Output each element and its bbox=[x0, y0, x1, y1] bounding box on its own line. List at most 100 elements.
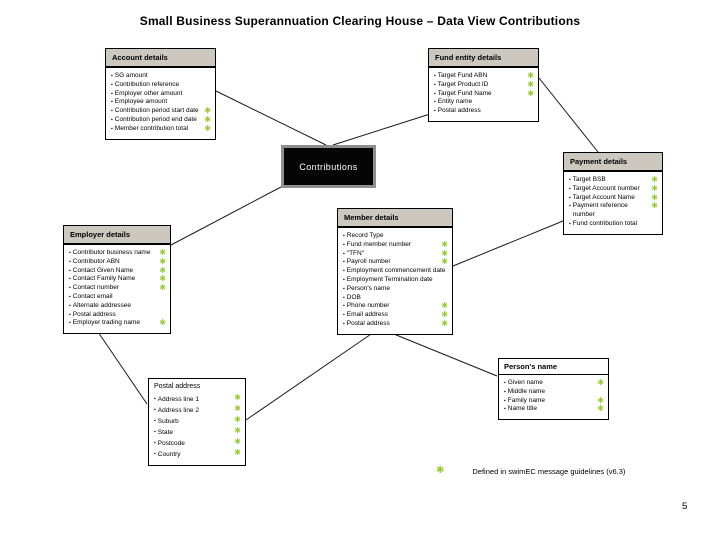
defined-marker-icon: ✱ bbox=[527, 71, 534, 80]
item-label: Phone number bbox=[346, 302, 390, 310]
list-item: Given name✱ bbox=[504, 378, 604, 388]
entity-box-header: Fund entity details bbox=[429, 49, 538, 68]
connector-member-person bbox=[383, 329, 498, 377]
item-label: Address line 1 bbox=[157, 396, 199, 403]
item-label: Family name bbox=[507, 396, 545, 404]
item-label: Contact email bbox=[72, 292, 113, 300]
defined-marker-icon: ✱ bbox=[234, 426, 241, 435]
defined-marker-icon: ✱ bbox=[436, 465, 445, 476]
list-item: Phone number✱ bbox=[343, 302, 448, 311]
list-item: Address line 1 ✱ bbox=[154, 393, 241, 405]
item-label: Contact Family Name bbox=[72, 275, 136, 283]
entity-item-list: Address line 1✱Address line 2✱Suburb✱Sta… bbox=[149, 390, 245, 465]
item-label: Address line 2 bbox=[157, 407, 199, 414]
item-label: Fund contribution total bbox=[572, 219, 638, 227]
item-label: Fund member number bbox=[346, 240, 412, 248]
entity-box-fund-entity-details: Fund entity details Target Fund ABN✱Targ… bbox=[428, 48, 539, 122]
list-item: Member contribution total✱ bbox=[111, 123, 211, 134]
defined-marker-icon: ✱ bbox=[441, 239, 448, 249]
defined-marker-icon: ✱ bbox=[651, 201, 658, 211]
entity-box-header: Postal address bbox=[149, 379, 245, 390]
connector-payment-member bbox=[452, 220, 564, 267]
entity-box-header: Payment details bbox=[564, 153, 662, 172]
list-item: Target Fund ABN✱ bbox=[434, 71, 534, 81]
item-label: Contribution reference bbox=[114, 80, 180, 88]
entity-box-payment-details: Payment details Target BSB✱Target Accoun… bbox=[563, 152, 663, 235]
item-label: Entity name bbox=[437, 98, 473, 106]
entity-box-header: Employer details bbox=[64, 226, 170, 245]
connector-account-contributions bbox=[215, 90, 327, 146]
list-item: Employment commencement date bbox=[343, 267, 448, 276]
defined-marker-icon: ✱ bbox=[597, 378, 604, 387]
item-label: Employer other amount bbox=[114, 89, 183, 97]
item-label: Alternate addressee bbox=[72, 301, 131, 309]
defined-marker-icon: ✱ bbox=[527, 79, 534, 89]
list-item: Target Product ID ✱ bbox=[434, 79, 534, 90]
item-label: Contributor business name bbox=[72, 249, 151, 256]
entity-item-list: Target BSB✱Target Account number✱Target … bbox=[564, 172, 662, 234]
item-label: Employee amount bbox=[114, 98, 168, 106]
list-item: Target Fund Name ✱ bbox=[434, 88, 534, 99]
item-label: Postcode bbox=[157, 440, 185, 447]
item-label: Contribution period end date bbox=[114, 115, 197, 123]
list-item: Employee amount bbox=[111, 98, 211, 107]
connector-member-postal bbox=[245, 329, 378, 421]
item-label: Postal address bbox=[346, 319, 390, 327]
list-item: Contact number✱ bbox=[69, 283, 166, 293]
defined-marker-icon: ✱ bbox=[234, 393, 241, 402]
list-item: Fund contribution total bbox=[569, 220, 658, 229]
list-item: Name title✱ bbox=[504, 405, 604, 414]
defined-marker-icon: ✱ bbox=[651, 183, 658, 193]
list-item: Suburb ✱ bbox=[154, 415, 241, 427]
item-label: Person's name bbox=[346, 284, 390, 292]
entity-item-list: Record TypeFund member number✱"TFN"✱Payr… bbox=[338, 228, 452, 334]
item-label: Employer trading name bbox=[72, 319, 140, 327]
item-label: Postal address bbox=[437, 107, 481, 115]
item-label: Target Product ID bbox=[437, 80, 489, 88]
defined-marker-icon: ✱ bbox=[159, 274, 166, 284]
entity-box-account-details: Account details SG amountContribution re… bbox=[105, 48, 216, 140]
list-item: Country ✱ bbox=[154, 448, 241, 460]
defined-marker-icon: ✱ bbox=[441, 310, 448, 320]
item-label: Contact Given Name bbox=[72, 266, 134, 274]
item-label: Contribution period start date bbox=[114, 107, 199, 115]
list-item: SG amount bbox=[111, 72, 211, 81]
defined-marker-icon: ✱ bbox=[527, 88, 534, 98]
list-item: Postcode✱ bbox=[154, 437, 241, 449]
list-item: Payroll number✱ bbox=[343, 258, 448, 267]
list-item: Contribution reference bbox=[111, 81, 211, 90]
list-item: Postal address bbox=[69, 311, 166, 320]
item-label: Record Type bbox=[346, 232, 384, 239]
list-item: Middle name bbox=[504, 388, 604, 397]
defined-marker-icon: ✱ bbox=[597, 404, 604, 414]
item-label: Email address bbox=[346, 311, 388, 319]
list-item: Email address ✱ bbox=[343, 310, 448, 320]
list-item: Postal address ✱ bbox=[343, 318, 448, 329]
entity-box-header: Member details bbox=[338, 209, 452, 228]
item-label: Target Fund Name bbox=[437, 89, 492, 97]
defined-marker-icon: ✱ bbox=[441, 318, 448, 328]
defined-marker-icon: ✱ bbox=[159, 256, 166, 266]
list-item: Entity name bbox=[434, 98, 534, 107]
defined-marker-icon: ✱ bbox=[159, 283, 166, 293]
list-item: Postal address bbox=[434, 107, 534, 116]
entity-box-employer-details: Employer details Contributor business na… bbox=[63, 225, 171, 335]
defined-marker-icon: ✱ bbox=[234, 415, 241, 424]
entity-box-postal-address: Postal address Address line 1✱Address li… bbox=[148, 378, 246, 466]
list-item: Alternate addressee bbox=[69, 302, 166, 311]
item-label: Suburb bbox=[157, 418, 179, 425]
list-item: Contribution period end date✱ bbox=[111, 115, 211, 125]
item-label: Payroll number bbox=[346, 258, 391, 266]
list-item: Fund member number ✱ bbox=[343, 239, 448, 250]
item-label: Target Account number bbox=[572, 184, 640, 192]
defined-marker-icon: ✱ bbox=[234, 448, 241, 457]
entity-box-header: Person's name bbox=[499, 359, 608, 375]
list-item: Contributor ABN✱ bbox=[69, 256, 166, 267]
defined-marker-icon: ✱ bbox=[159, 248, 166, 257]
item-label: Country bbox=[157, 451, 181, 458]
defined-marker-icon: ✱ bbox=[597, 395, 604, 405]
item-label: SG amount bbox=[114, 72, 148, 79]
defined-marker-icon: ✱ bbox=[204, 123, 211, 133]
item-label: Employment commencement date bbox=[346, 267, 446, 275]
entity-box-header: Account details bbox=[106, 49, 215, 68]
